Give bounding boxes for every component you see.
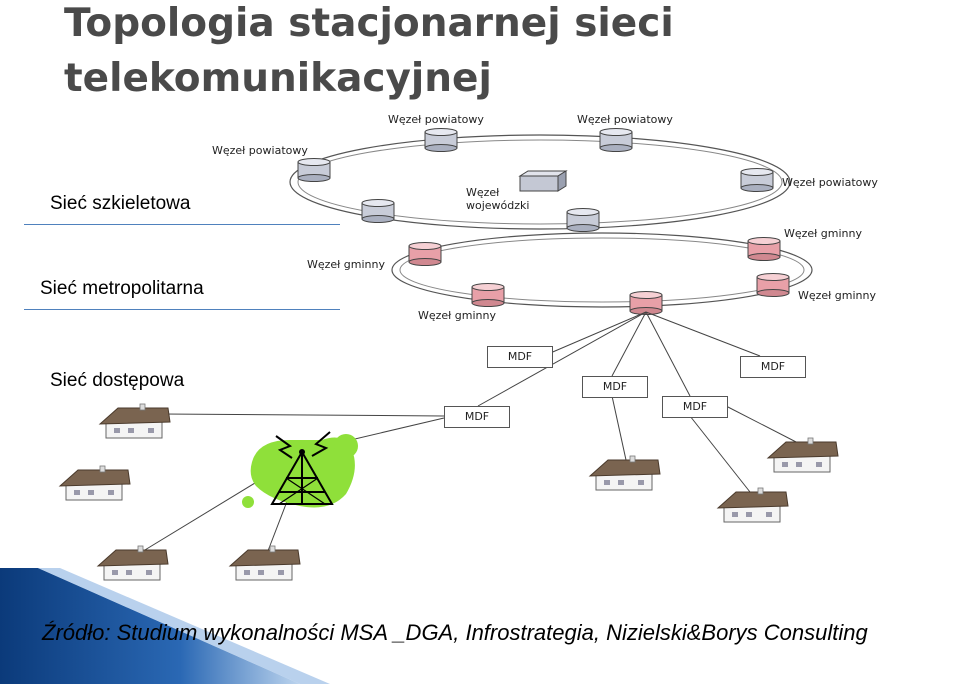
house-4 [229, 545, 301, 581]
node-backbone-b [566, 208, 600, 232]
mdf-box-2: MDF [582, 376, 648, 398]
antenna-tower [242, 431, 358, 508]
mdf-box-5: MDF [662, 396, 728, 418]
label-powiatowy-top1: Węzeł powiatowy [388, 113, 484, 126]
layer-label-access: Sieć dostępowa [50, 370, 185, 391]
mdf-box-1: MDF [487, 346, 553, 368]
label-gminny-right-top: Węzeł gminny [784, 227, 863, 240]
node-gminny-bottom [471, 283, 505, 307]
house-1 [99, 403, 171, 439]
node-backbone-a [361, 199, 395, 223]
node-gminny-left [408, 242, 442, 266]
footer-ribbon [0, 568, 300, 684]
label-wojewodzki-line1: Węzeł [466, 186, 500, 199]
metro-ring-inner [399, 237, 805, 303]
rule-backbone [24, 224, 340, 225]
node-gminny-right [756, 273, 790, 297]
link-mdf-5 [645, 311, 761, 357]
house-3 [97, 545, 169, 581]
node-wojewodzki [518, 170, 568, 192]
node-powiatowy-top1 [424, 128, 458, 152]
metro-ring [391, 232, 813, 308]
label-gminny-bottom: Węzeł gminny [418, 309, 497, 322]
label-powiatowy-left: Węzeł powiatowy [212, 144, 308, 157]
access-line-7 [725, 405, 801, 445]
footer-ribbon-light [38, 568, 330, 684]
layer-label-metro: Sieć metropolitarna [40, 278, 204, 299]
access-line-1 [161, 413, 445, 417]
source-caption: Źródło: Studium wykonalności MSA _DGA, I… [42, 620, 868, 645]
backbone-ring-inner [297, 139, 783, 225]
label-wojewodzki-line2: wojewódzki [466, 199, 530, 212]
node-gminny-right-top [747, 237, 781, 261]
mdf-box-3: MDF [740, 356, 806, 378]
node-powiatowy-right [740, 168, 774, 192]
backbone-ring [289, 134, 791, 230]
link-mdf-3 [611, 311, 647, 377]
label-gminny-left: Węzeł gminny [307, 258, 386, 271]
node-powiatowy-top2 [599, 128, 633, 152]
label-gminny-right: Węzeł gminny [798, 289, 877, 302]
link-mdf-4 [645, 311, 691, 397]
house-7 [767, 437, 839, 473]
mdf-box-4: MDF [444, 406, 510, 428]
access-line-5 [611, 395, 627, 461]
access-line-6 [689, 415, 751, 493]
house-6 [717, 487, 789, 523]
rule-metro [24, 309, 340, 310]
label-powiatowy-top2: Węzeł powiatowy [577, 113, 673, 126]
node-powiatowy-left [297, 158, 331, 182]
layer-label-backbone: Sieć szkieletowa [50, 193, 191, 214]
label-powiatowy-right: Węzeł powiatowy [782, 176, 878, 189]
node-gminny-center [629, 291, 663, 315]
house-5 [589, 455, 661, 491]
house-2 [59, 465, 131, 501]
link-mdf-1 [477, 311, 647, 407]
